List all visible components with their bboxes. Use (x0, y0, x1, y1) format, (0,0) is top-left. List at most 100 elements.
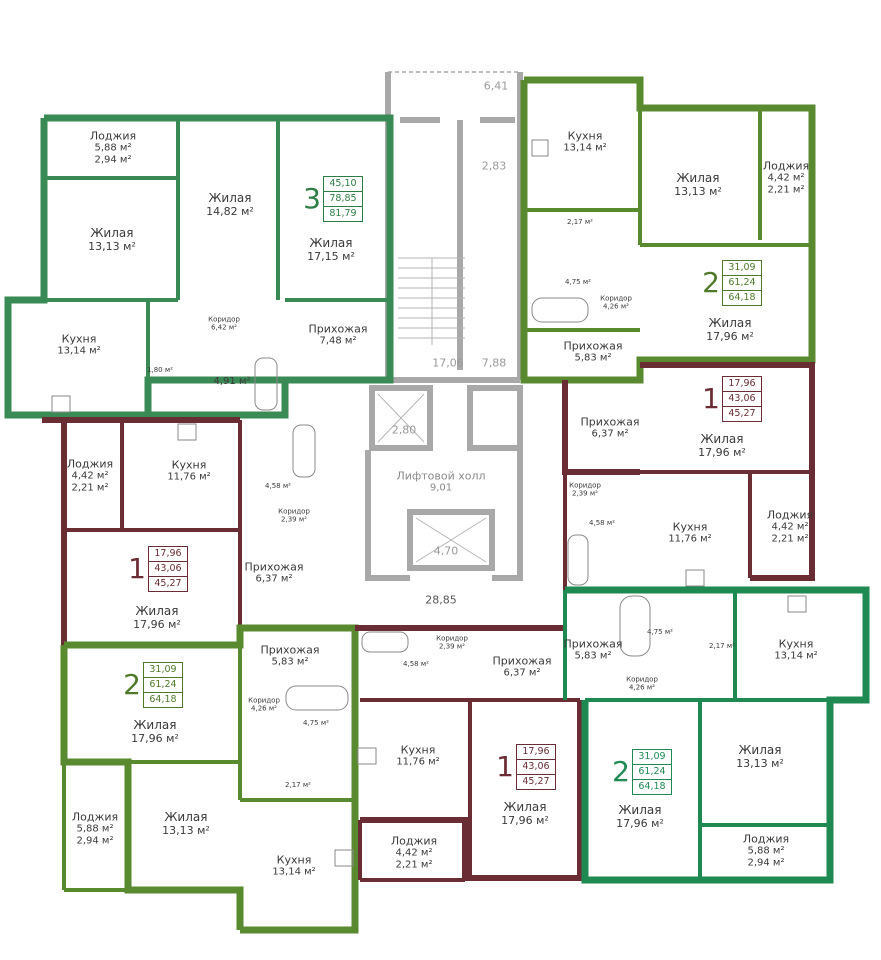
apartment-badge-2-room: 2 31,09 61,24 64,18 (610, 749, 672, 795)
total-area-with-loggia: 45,27 (517, 774, 555, 789)
common-area-number: 28,85 (425, 593, 457, 607)
common-area-number: 4,70 (433, 544, 459, 558)
apartment-3-walls (4, 114, 394, 419)
living-area: 17,96 (728, 378, 756, 389)
total-area: 43,06 (149, 561, 187, 576)
apartment-badge-2-room: 2 31,09 61,24 64,18 (121, 662, 183, 708)
apartment-2-top-walls (520, 76, 816, 384)
common-area-number: 17,06 (432, 356, 464, 370)
room-count: 2 (123, 668, 141, 701)
living-area: 45,10 (329, 178, 357, 189)
apartment-badge-1-room: 1 17,96 43,06 45,27 (494, 744, 556, 790)
bathroom-fixtures (51, 139, 807, 867)
living-area: 31,09 (149, 664, 177, 675)
apartment-2-left-walls (60, 624, 359, 934)
apartment-1-left-walls (42, 417, 242, 645)
apartment-2-bottom-walls (563, 586, 870, 884)
stairs (398, 257, 465, 345)
apartment-badge-2-room: 2 31,09 61,24 64,18 (700, 260, 762, 306)
room-label: 4,58 м² (403, 659, 429, 668)
apartment-badge-1-room: 1 17,96 43,06 45,27 (126, 546, 188, 592)
room-label: 4,91 м² (213, 376, 251, 387)
total-area: 78,85 (324, 191, 362, 206)
total-area-with-loggia: 45,27 (149, 576, 187, 591)
room-count: 1 (496, 750, 514, 783)
living-area: 17,96 (154, 548, 182, 559)
living-area: 31,09 (728, 262, 756, 273)
room-label: 2,17 м² (285, 780, 311, 789)
room-label: 4,75 м² (303, 718, 329, 727)
common-area-number: 2,80 (391, 423, 417, 437)
room-label: 4,75 м² (565, 277, 591, 286)
room-label: 1,80 м² (147, 365, 173, 374)
room-count: 1 (702, 382, 720, 415)
apartment-badge-3-room: 3 45,10 78,85 81,79 (301, 176, 363, 222)
room-label: 4,58 м² (265, 481, 291, 490)
apartment-1-right-walls (562, 362, 815, 590)
total-area: 61,24 (723, 275, 761, 290)
room-count: 2 (612, 755, 630, 788)
apartment-1-bottom-walls (355, 625, 583, 882)
room-label: 4,75 м² (647, 627, 673, 636)
room-label: 2,17 м² (709, 641, 735, 650)
room-count: 2 (702, 266, 720, 299)
room-label: 4,58 м² (589, 518, 615, 527)
total-area-with-loggia: 81,79 (324, 206, 362, 221)
living-area: 31,09 (638, 751, 666, 762)
room-label: 2,17 м² (567, 217, 593, 226)
lift-shafts (377, 393, 487, 563)
apartment-badge-1-room: 1 17,96 43,06 45,27 (700, 376, 762, 422)
total-area: 43,06 (723, 391, 761, 406)
room-count: 3 (303, 182, 321, 215)
common-area-number: 2,83 (481, 159, 507, 173)
total-area: 61,24 (633, 764, 671, 779)
total-area-with-loggia: 64,18 (723, 290, 761, 305)
room-count: 1 (128, 552, 146, 585)
living-area: 17,96 (522, 746, 550, 757)
total-area-with-loggia: 64,18 (633, 779, 671, 794)
total-area: 61,24 (144, 677, 182, 692)
total-area: 43,06 (517, 759, 555, 774)
total-area-with-loggia: 45,27 (723, 406, 761, 421)
